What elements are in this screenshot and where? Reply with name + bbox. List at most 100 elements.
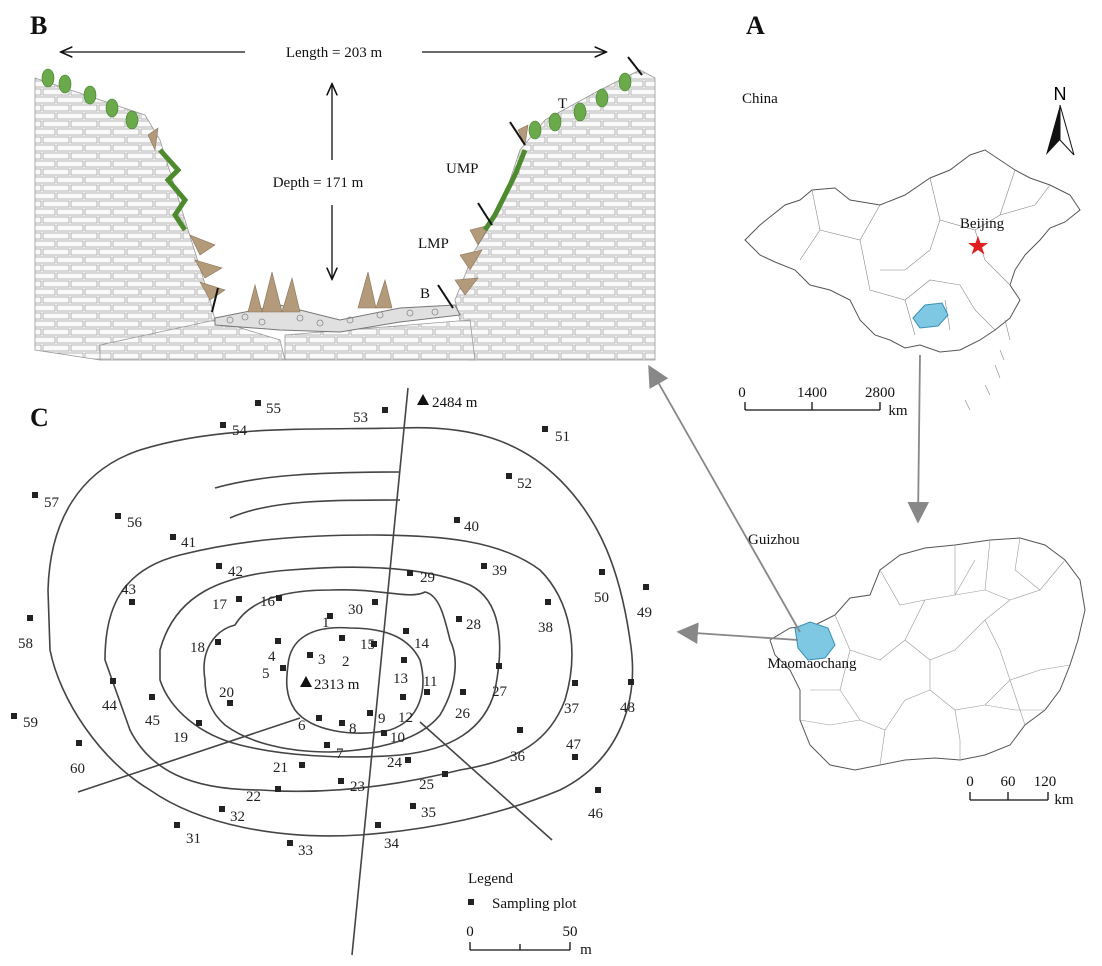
sampling-plot-39: 39 [481,563,507,579]
sampling-plot-marker [307,652,313,658]
sampling-plot-40: 40 [454,517,479,535]
sampling-plot-marker [628,679,634,685]
sampling-plot-marker [316,715,322,721]
legend: Legend Sampling plot [468,871,577,912]
panel-a: A China N Beijing [648,11,1086,808]
peak-top-label: 2484 m [432,395,478,411]
sampling-plot-marker [454,517,460,523]
sampling-plot-label: 4 [268,649,276,665]
sampling-plot-12: 12 [398,694,413,726]
sampling-plot-label: 32 [230,809,245,825]
sampling-plot-label: 6 [298,718,306,734]
zone-b-label: B [420,286,430,302]
gz-scale-tick-0: 0 [966,774,974,790]
sampling-plot-marker [339,720,345,726]
sampling-plot-43: 43 [121,582,136,605]
bottom-block-right [284,319,476,361]
country-label: China [742,91,778,107]
sampling-plot-27: 27 [492,663,508,700]
sampling-plot-marker [496,663,502,669]
beijing-label: Beijing [960,216,1005,232]
china-scale-tick-1: 1400 [797,385,827,401]
sampling-plot-37: 37 [564,680,580,717]
sampling-plot-label: 40 [464,519,479,535]
sampling-plot-label: 5 [262,666,270,682]
sampling-plot-marker [405,757,411,763]
zoom-arrow-panel-c [676,622,799,644]
sampling-plot-label: 45 [145,713,160,729]
sampling-plot-35: 35 [410,803,436,821]
sampling-plot-marker [595,787,601,793]
sampling-plot-marker [407,570,413,576]
sampling-plot-25: 25 [419,771,448,793]
sampling-plot-57: 57 [32,492,60,511]
sampling-plot-8: 8 [339,720,357,737]
sampling-plot-marker [276,595,282,601]
gz-scale-tick-2: 120 [1034,774,1057,790]
sampling-plot-16: 16 [260,594,282,610]
sampling-plot-label: 43 [121,582,136,598]
sampling-plot-marker [410,803,416,809]
sampling-plot-marker [367,710,373,716]
sampling-plot-label: 15 [360,637,375,653]
sampling-plot-50: 50 [594,569,609,606]
sampling-plot-34: 34 [375,822,400,852]
panel-b: B [30,11,656,361]
sampling-plot-marker [424,689,430,695]
sampling-plot-marker [456,616,462,622]
sampling-plot-marker [506,473,512,479]
sampling-plot-label: 59 [23,715,38,731]
sampling-plot-20: 20 [219,685,234,706]
sampling-plot-marker [400,694,406,700]
sampling-plot-31: 31 [174,822,201,847]
zone-t-label: T [558,96,567,112]
sampling-plot-marker [170,534,176,540]
maomaochang-highlight [794,621,836,661]
guizhou-label: Guizhou [748,532,800,548]
sampling-plot-label: 46 [588,806,604,822]
sampling-plot-marker [372,599,378,605]
sampling-plot-marker [599,569,605,575]
sampling-plot-label: 25 [419,777,434,793]
china-outline [744,149,1081,353]
sampling-plot-33: 33 [287,840,313,859]
transect-lines [77,387,553,956]
sampling-plot-label: 1 [322,615,330,631]
sampling-plot-marker [371,641,377,647]
sampling-plot-label: 38 [538,620,553,636]
sampling-plot-label: 36 [510,749,526,765]
zone-ump-label: UMP [446,161,479,177]
sampling-plot-marker [174,822,180,828]
sampling-plot-marker [401,657,407,663]
legend-title: Legend [468,871,513,887]
sampling-plot-label: 16 [260,594,276,610]
sampling-plot-label: 44 [102,698,118,714]
gz-scale-tick-1: 60 [1001,774,1016,790]
sampling-plot-label: 51 [555,429,570,445]
sampling-plot-label: 41 [181,535,196,551]
sampling-plot-48: 48 [620,679,635,716]
sampling-plot-17: 17 [212,596,242,613]
zone-lmp-label: LMP [418,236,449,252]
sampling-plot-marker [545,599,551,605]
peak-2313: 2313 m [300,676,360,693]
gz-scale-unit: km [1054,792,1074,808]
sampling-plot-36: 36 [510,727,526,765]
panel-b-letter: B [30,11,47,40]
sampling-plot-47: 47 [566,737,582,760]
sampling-plot-19: 19 [173,720,202,746]
sampling-plot-marker [27,615,33,621]
sampling-plot-23: 23 [338,778,365,795]
sampling-plot-1: 1 [322,613,333,631]
zoom-arrow-guizhou [907,354,930,524]
sampling-plot-label: 31 [186,831,201,847]
sampling-plot-label: 18 [190,640,205,656]
sampling-plot-label: 50 [594,590,609,606]
sampling-plot-marker [299,762,305,768]
china-scale-bar: 0 1400 2800 km [738,385,908,419]
sampling-plot-label: 17 [212,597,228,613]
sampling-plot-38: 38 [538,599,553,636]
sampling-plot-marker [517,727,523,733]
legend-marker [468,899,474,905]
contour-arc-1 [214,471,401,489]
